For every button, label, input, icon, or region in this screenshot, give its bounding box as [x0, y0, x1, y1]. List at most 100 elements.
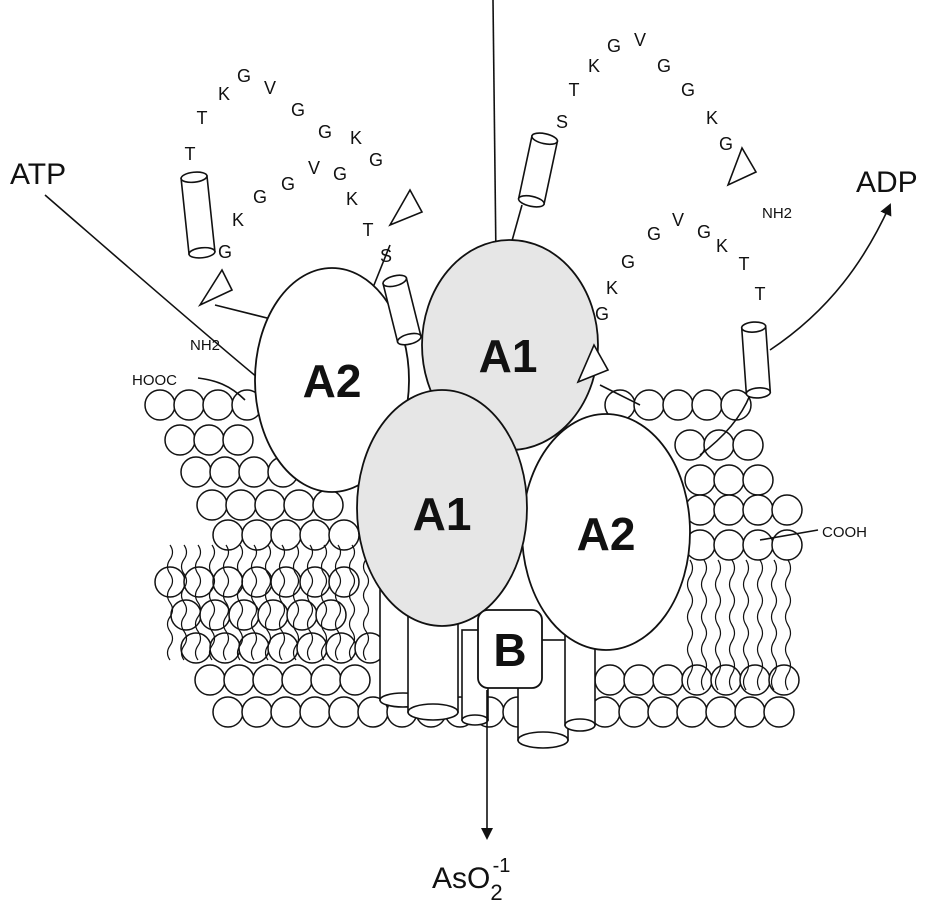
lipid-head: [165, 425, 195, 455]
sequence-letter: G: [253, 187, 267, 207]
lipid-head: [743, 495, 773, 525]
a2-left-label: A2: [303, 355, 362, 407]
lipid-head: [242, 520, 272, 550]
lipid-head: [329, 697, 359, 727]
lipid-head: [213, 520, 243, 550]
sequence-letter: K: [706, 108, 718, 128]
lipid-head: [287, 600, 317, 630]
lipid-head: [648, 697, 678, 727]
lipid-head: [194, 425, 224, 455]
lipid-head: [210, 457, 240, 487]
lipid-head: [271, 567, 301, 597]
lipid-head: [735, 697, 765, 727]
lipid-head: [200, 600, 230, 630]
lipid-head: [714, 465, 744, 495]
sequence-letter: K: [588, 56, 600, 76]
lipid-head: [772, 530, 802, 560]
sequence-letter: G: [291, 100, 305, 120]
lipid-head: [213, 697, 243, 727]
sequence-letter: V: [672, 210, 684, 230]
lipid-head: [329, 520, 359, 550]
lipid-head: [284, 490, 314, 520]
lipid-head: [226, 490, 256, 520]
lipid-head: [740, 665, 770, 695]
subunit-b: B: [478, 610, 542, 688]
lipid-head: [692, 390, 722, 420]
lipid-head: [772, 495, 802, 525]
lipid-head: [242, 697, 272, 727]
lipid-head: [300, 567, 330, 597]
lipid-head: [704, 430, 734, 460]
nh2-right-label: NH2: [762, 205, 792, 222]
sequence-letter: G: [333, 164, 347, 184]
lipid-head: [223, 425, 253, 455]
sequence-letter: T: [569, 80, 580, 100]
lipid-head: [203, 390, 233, 420]
sequence-letter: G: [681, 80, 695, 100]
sequence-letter: G: [621, 252, 635, 272]
lipid-head: [239, 633, 269, 663]
lipid-head: [714, 495, 744, 525]
aso2-base: AsO: [432, 862, 490, 895]
lipid-head: [253, 665, 283, 695]
sequence-letter: G: [647, 224, 661, 244]
lipid-head: [300, 697, 330, 727]
sequence-letter: G: [607, 36, 621, 56]
sequence-letter: T: [739, 254, 750, 274]
lipid-tail: [168, 545, 173, 660]
aso2-label: AsO2 -1: [432, 855, 510, 905]
lipid-head: [174, 390, 204, 420]
sequence-letter: V: [308, 158, 320, 178]
lipid-head: [714, 530, 744, 560]
sequence-letter: T: [185, 144, 196, 164]
left-tether: [215, 305, 275, 320]
lipid-head: [282, 665, 312, 695]
lipid-head: [682, 665, 712, 695]
sequence-letter: G: [318, 122, 332, 142]
a2-right-label: A2: [577, 508, 636, 560]
lipid-head: [743, 465, 773, 495]
sequence-letter: G: [369, 150, 383, 170]
subunit-a1-front: A1: [357, 390, 527, 626]
helix-cylinder: [518, 131, 559, 209]
lipid-head: [311, 665, 341, 695]
lipid-head: [764, 697, 794, 727]
sequence-letter: G: [719, 134, 733, 154]
lipid-head: [313, 490, 343, 520]
lipid-head: [653, 665, 683, 695]
lipid-head: [769, 665, 799, 695]
sequence-letter: T: [197, 108, 208, 128]
lipid-head: [624, 665, 654, 695]
lipid-head: [677, 697, 707, 727]
sequence-letter: K: [232, 210, 244, 230]
lipid-head: [316, 600, 346, 630]
lipid-head: [663, 390, 693, 420]
sequence-letter: K: [606, 278, 618, 298]
lipid-head: [197, 490, 227, 520]
aso2-subscript: 2: [490, 880, 502, 905]
lipid-head: [706, 697, 736, 727]
lipid-head: [155, 567, 185, 597]
subunit-a2-right: A2: [522, 414, 690, 650]
nh2-left-label: NH2: [190, 337, 220, 354]
b-label: B: [493, 624, 526, 676]
a1-front-label: A1: [413, 488, 472, 540]
hooc-label: HOOC: [132, 372, 177, 389]
lipid-head: [619, 697, 649, 727]
lipid-head: [181, 457, 211, 487]
aso2-superscript: -1: [493, 855, 511, 877]
lipid-head: [239, 457, 269, 487]
lipid-head: [340, 665, 370, 695]
lipid-head: [224, 665, 254, 695]
lipid-head: [743, 530, 773, 560]
lipid-head: [145, 390, 175, 420]
lipid-head: [195, 665, 225, 695]
strand-arrow-icon: [390, 190, 422, 225]
adp-label: ADP: [856, 166, 918, 199]
cooh-label: COOH: [822, 524, 867, 541]
sequence-letter: S: [380, 246, 392, 266]
strand-arrow-icon: [200, 270, 232, 305]
sequence-letter: G: [237, 66, 251, 86]
sequence-letter: V: [264, 78, 276, 98]
